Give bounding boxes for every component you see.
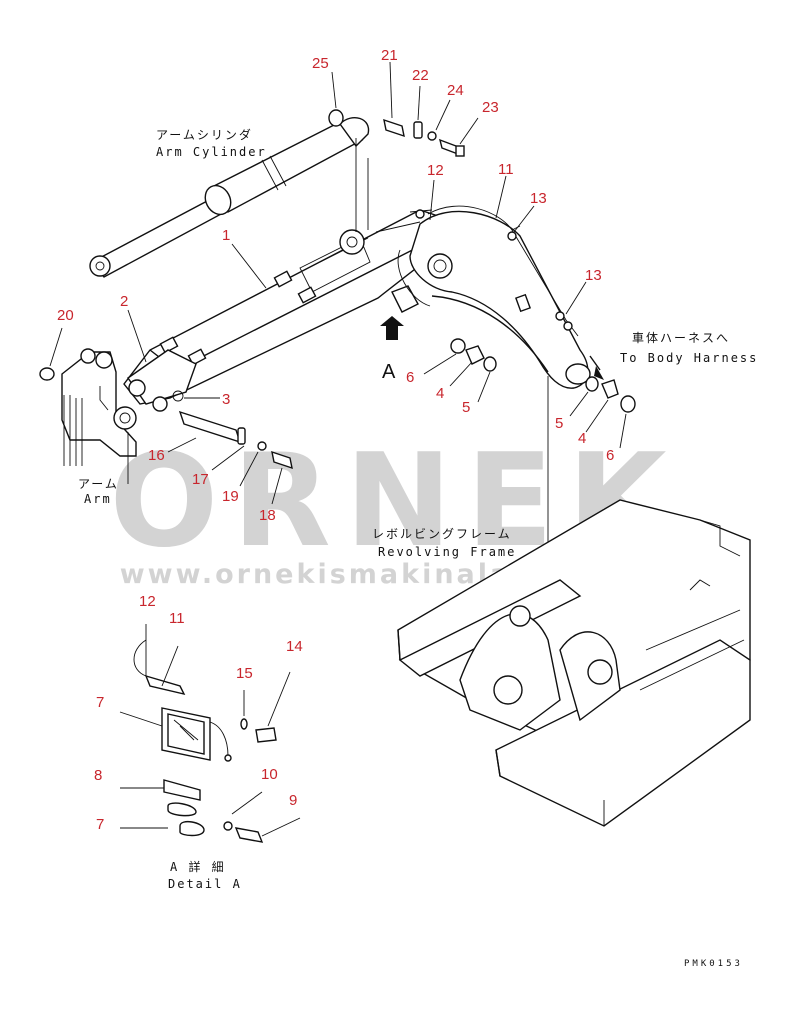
callout-15: 15 (236, 665, 253, 682)
callout-3: 3 (222, 391, 230, 408)
body-harness-label-jp: 車体ハーネスへ (632, 331, 730, 345)
callout-numbers: 25 21 22 24 23 1 12 11 13 13 2 20 3 16 1… (57, 47, 614, 833)
arm-cylinder-label-en: Arm Cylinder (156, 145, 267, 159)
callout-23: 23 (482, 99, 499, 116)
callout-20: 20 (57, 307, 74, 324)
pins-and-fasteners (178, 109, 636, 470)
callout-5b: 5 (555, 415, 563, 432)
callout-21: 21 (381, 47, 398, 64)
callout-17: 17 (192, 471, 209, 488)
arm-cylinder (89, 116, 370, 278)
detail-a-label-jp: A 詳 細 (170, 859, 226, 874)
arm-label-jp: アーム (78, 477, 119, 491)
callout-24: 24 (447, 82, 464, 99)
callout-11: 11 (498, 161, 514, 178)
callout-6b: 6 (606, 447, 614, 464)
callout-13: 13 (530, 190, 547, 207)
callout-25: 25 (312, 55, 329, 72)
labels: アームシリンダ Arm Cylinder アーム Arm 車体ハーネスへ To … (78, 127, 758, 969)
callout-6: 6 (406, 369, 414, 386)
drawing-code: PMK0153 (684, 959, 743, 969)
arm-bracket (39, 348, 137, 466)
leader-lines (49, 61, 627, 610)
callout-16: 16 (148, 447, 165, 464)
view-arrow (380, 316, 404, 340)
callout-7: 7 (96, 694, 104, 711)
callout-13b: 13 (585, 267, 602, 284)
callout-22: 22 (412, 67, 429, 84)
arm-cylinder-label-jp: アームシリンダ (156, 127, 253, 142)
callout-8: 8 (94, 767, 102, 784)
revolving-frame-label-jp: レボルビングフレーム (372, 527, 512, 541)
arm-label-en: Arm (84, 492, 112, 506)
callout-4b: 4 (578, 430, 586, 447)
detail-a-lamp (119, 624, 301, 843)
callout-5: 5 (462, 399, 470, 416)
view-letter-a: A (382, 361, 396, 383)
boom (391, 205, 604, 389)
callout-18: 18 (259, 507, 276, 524)
revolving-frame-label-en: Revolving Frame (378, 545, 516, 559)
callout-7b: 7 (96, 816, 104, 833)
body-harness-label-en: To Body Harness (620, 351, 758, 365)
callout-9: 9 (289, 792, 297, 809)
revolving-frame (397, 499, 751, 827)
callout-12-detail: 12 (139, 593, 156, 610)
callout-1: 1 (222, 227, 230, 244)
callout-11-detail: 11 (169, 610, 185, 627)
callout-19: 19 (222, 488, 239, 505)
callout-2: 2 (120, 293, 128, 310)
callout-4: 4 (436, 385, 444, 402)
callout-10: 10 (261, 766, 278, 783)
detail-a-label-en: Detail A (168, 877, 242, 891)
callout-14: 14 (286, 638, 303, 655)
callout-12: 12 (427, 162, 444, 179)
arm-body (123, 209, 451, 412)
